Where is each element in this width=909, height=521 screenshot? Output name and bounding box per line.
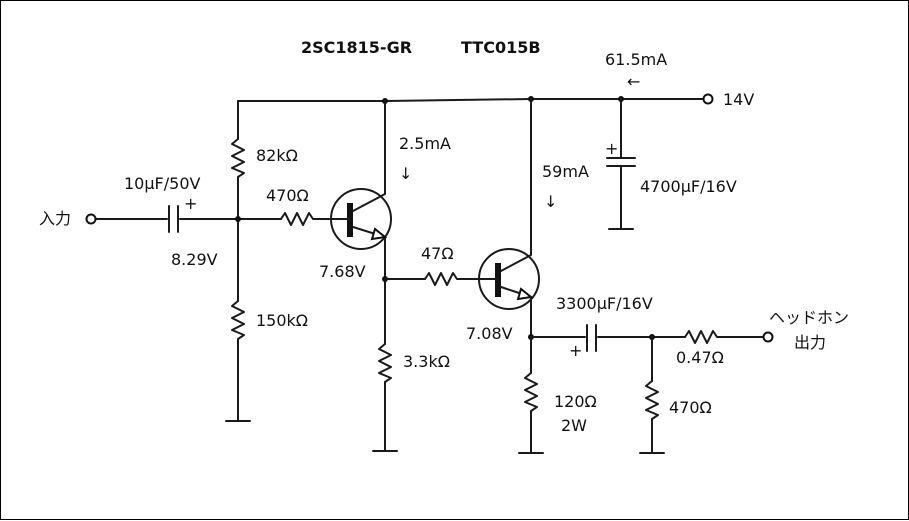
- c-output-label: 3300μF/16V: [556, 294, 653, 313]
- supply-current-label: 61.5mA: [605, 50, 667, 69]
- supply-rail: [237, 98, 704, 102]
- c-supply-plus: +: [605, 139, 618, 158]
- c-input-label: 10μF/50V: [124, 174, 200, 193]
- r-output-series-label: 0.47Ω: [676, 348, 724, 367]
- input-terminal: [85, 213, 97, 225]
- r-emitter2-value-label: 120Ω: [554, 392, 597, 411]
- supply-terminal: [702, 93, 714, 105]
- output-label-line1: ヘッドホン: [769, 308, 849, 327]
- transistor-q1: [330, 100, 392, 297]
- q1-current-arrow: ↓: [399, 164, 412, 183]
- r-emitter2-power-label: 2W: [561, 416, 587, 435]
- v-emitter1-label: 7.68V: [319, 262, 366, 281]
- title-part2: TTC015B: [461, 38, 541, 57]
- r-emitter1-label: 3.3kΩ: [403, 352, 450, 371]
- r-bias-top-label: 82kΩ: [256, 146, 298, 165]
- r-base1-label: 470Ω: [266, 186, 309, 205]
- q2-current-arrow: ↓: [544, 192, 557, 211]
- c-supply-label: 4700μF/16V: [640, 177, 737, 196]
- transistor-q2: [478, 98, 540, 338]
- output-label-line2: 出力: [794, 333, 826, 352]
- resistor-470-base: [280, 212, 338, 226]
- title-part1: 2SC1815-GR: [301, 38, 412, 57]
- resistor-470-load: [645, 380, 659, 420]
- v-emitter2-label: 7.08V: [466, 324, 513, 343]
- resistor-120: [524, 372, 538, 412]
- input-label: 入力: [39, 209, 71, 228]
- capacitor-supply: [606, 157, 636, 167]
- c-output-plus: +: [569, 341, 582, 360]
- supply-current-arrow: ←: [627, 72, 640, 91]
- resistor-47: [424, 272, 486, 286]
- r-bias-bottom-label: 150kΩ: [256, 311, 308, 330]
- output-terminal: [762, 331, 774, 343]
- resistor-0r47: [684, 330, 764, 344]
- r-base2-label: 47Ω: [421, 244, 454, 263]
- resistor-82k: [231, 138, 245, 178]
- capacitor-output: [586, 324, 597, 352]
- q1-current-label: 2.5mA: [399, 134, 451, 153]
- capacitor-input: [168, 205, 179, 233]
- c-input-plus: +: [184, 194, 197, 213]
- resistor-150k: [231, 300, 245, 340]
- supply-voltage-label: 14V: [723, 90, 754, 109]
- junction-dot: [235, 216, 241, 222]
- r-output-load-label: 470Ω: [669, 398, 712, 417]
- resistor-3k3: [378, 343, 392, 383]
- v-base1-label: 8.29V: [171, 250, 218, 269]
- q2-current-label: 59mA: [542, 162, 589, 181]
